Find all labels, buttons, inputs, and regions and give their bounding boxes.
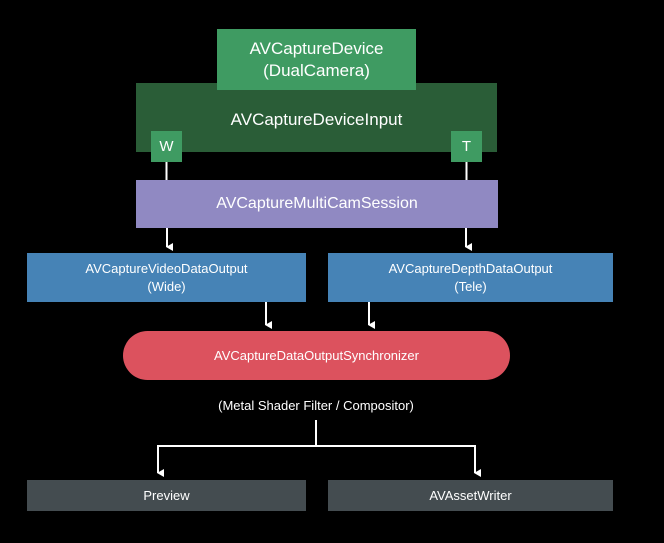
- compositor-caption: (Metal Shader Filter / Compositor): [218, 398, 414, 413]
- asset-writer-label: AVAssetWriter: [429, 488, 512, 503]
- asset-writer-node: AVAssetWriter: [328, 480, 613, 511]
- preview-node: Preview: [27, 480, 306, 511]
- capture-device-label: AVCaptureDevice: [249, 38, 384, 58]
- depth-data-output-node: AVCaptureDepthDataOutput (Tele): [328, 253, 613, 302]
- capture-device-node: AVCaptureDevice (DualCamera): [217, 29, 416, 90]
- video-data-output-label: AVCaptureVideoDataOutput: [85, 260, 248, 276]
- capture-device-input-label: AVCaptureDeviceInput: [230, 109, 403, 129]
- wide-port-tag: W: [151, 131, 182, 162]
- depth-data-output-label: AVCaptureDepthDataOutput: [388, 260, 553, 276]
- synchronizer-label: AVCaptureDataOutputSynchronizer: [214, 348, 419, 363]
- data-output-synchronizer-node: AVCaptureDataOutputSynchronizer: [123, 331, 510, 380]
- video-data-output-node: AVCaptureVideoDataOutput (Wide): [27, 253, 306, 302]
- capture-device-input-node: AVCaptureDeviceInput: [136, 83, 497, 152]
- preview-label: Preview: [143, 488, 190, 503]
- multicam-session-label: AVCaptureMultiCamSession: [216, 195, 418, 212]
- depth-data-output-sublabel: (Tele): [454, 278, 487, 294]
- video-data-output-sublabel: (Wide): [147, 278, 186, 294]
- multicam-session-node: AVCaptureMultiCamSession: [136, 180, 498, 228]
- capture-device-sublabel: (DualCamera): [263, 60, 370, 80]
- tele-port-tag: T: [451, 131, 482, 162]
